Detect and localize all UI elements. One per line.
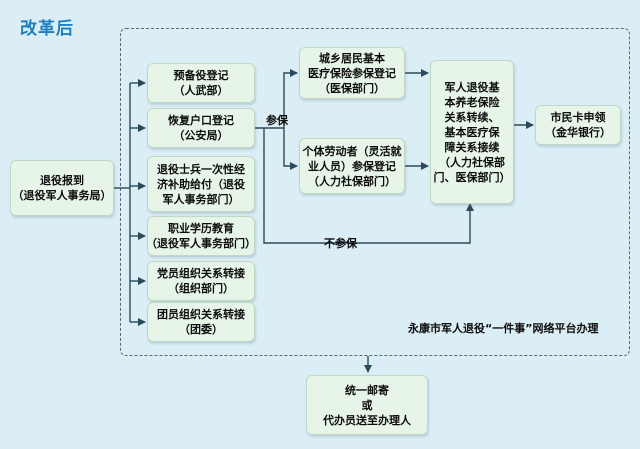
box-education: 职业学历教育 （退役军人事务部门） xyxy=(146,216,256,256)
arrow-to-flexible xyxy=(283,128,298,170)
box-insurance-transfer: 军人退役基 本养老保险 关系转续、 基本医疗保 障关系接续 （人力社保部 门、医… xyxy=(430,60,514,204)
platform-note: 永康市军人退役“一件事”网络平台办理 xyxy=(408,322,599,335)
arrow-to-urban-rural xyxy=(283,69,298,128)
box-flexible-employment: 个体劳动者（灵活就 业人员）参保登记 （人力社保部门） xyxy=(299,138,405,194)
box-urban-rural-medical: 城乡居民基本 医疗保险参保登记 （医保部门） xyxy=(299,47,405,99)
box-unified-mail: 统一邮寄 或 代办员送至办理人 xyxy=(306,375,428,435)
box-citizen-card: 市民卡申领 （金华银行） xyxy=(535,105,621,145)
platform-dashed-frame xyxy=(120,28,630,356)
label-insured: 参保 xyxy=(266,114,288,127)
box-report: 退役报到 （退役军人事务局） xyxy=(10,160,114,216)
box-reserve: 预备役登记 （人武部） xyxy=(147,63,255,103)
page-title: 改革后 xyxy=(20,19,74,39)
box-league: 团员组织关系转接 （团委） xyxy=(147,302,255,342)
box-subsidy: 退役士兵一次性经 济补助给付（退役 军人事务部门） xyxy=(147,156,255,212)
box-party: 党员组织关系转接 （组织部门） xyxy=(147,261,255,301)
label-not-insured: 不参保 xyxy=(324,237,357,250)
box-hukou: 恢复户口登记 （公安局） xyxy=(147,108,255,148)
arrow-not-insured xyxy=(263,128,474,244)
